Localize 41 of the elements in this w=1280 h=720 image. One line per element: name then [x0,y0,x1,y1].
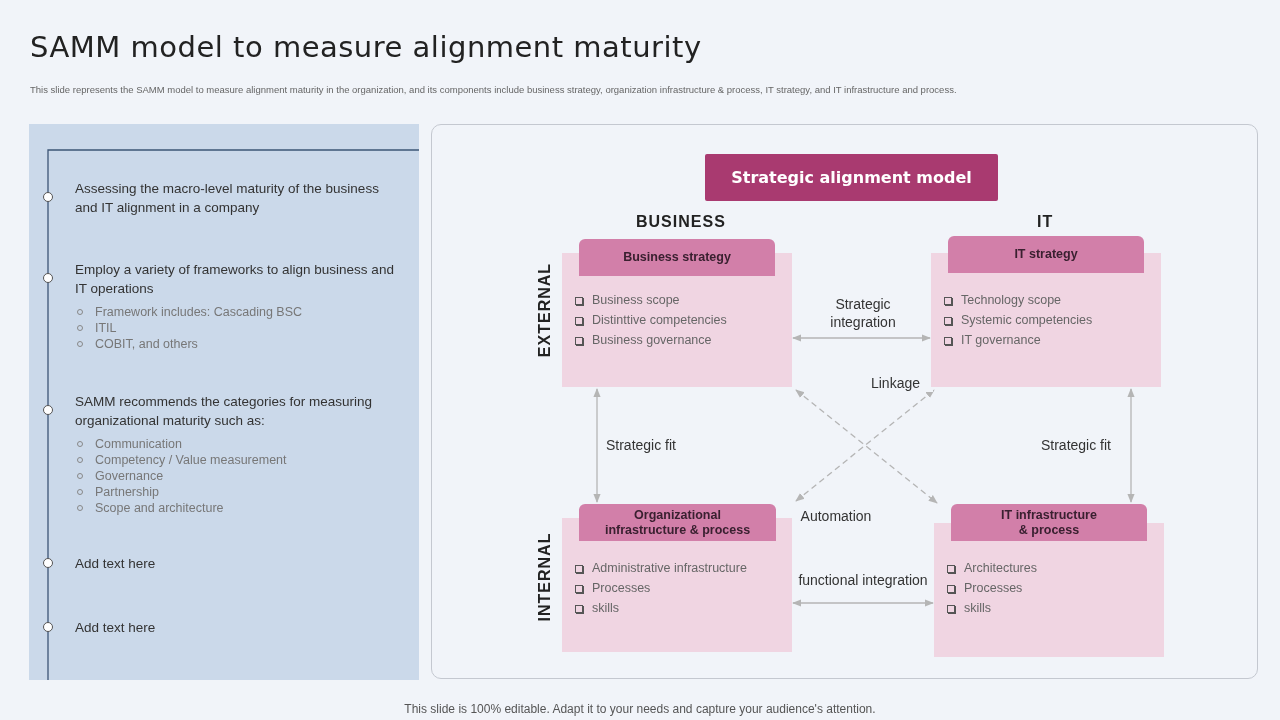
card-header: Organizational infrastructure & process [579,504,776,541]
row-heading: INTERNAL [536,531,554,624]
bullet-item: Framework includes: Cascading BSC [75,304,303,320]
column-heading: BUSINESS [636,213,726,231]
timeline-text: Add text here [75,619,157,637]
timeline-text: Add text here [75,555,157,573]
timeline-text: SAMM recommends the categories for measuring organizational maturity such as: [75,393,374,430]
timeline-text: Assessing the macro-level maturity of the business and IT alignment in a company [75,180,380,217]
list-item: Distinttive competencies [574,313,727,327]
column-heading: IT [1037,213,1054,231]
title-banner: Strategic alignment model [705,154,998,201]
list-item: Administrative infrastructure [574,561,747,575]
bullet-item: ITIL [75,320,117,336]
list-item: Processes [946,581,1023,595]
bullet-item: Competency / Value measurement [75,452,287,468]
bullet-item: Communication [75,436,182,452]
list-item: skills [574,601,620,615]
card-header: IT infrastructure & process [951,504,1147,541]
subtitle: This slide represents the SAMM model to measure alignment maturity in the organization, and its components include business strategy, organization infrastructure & process, IT strategy, and IT infrastructure and process. [30,84,957,95]
bullet-item: Governance [75,468,164,484]
list-item: Business governance [574,333,712,347]
bullet-item: Partnership [75,484,159,500]
card-header: IT strategy [948,236,1144,273]
bullet-item: COBIT, and others [75,336,198,352]
list-item: Systemic competencies [943,313,1093,327]
card-header: Business strategy [579,239,775,276]
slide-title: SAMM model to measure alignment maturity [30,30,702,64]
list-item: Technology scope [943,293,1062,307]
list-item: Business scope [574,293,680,307]
arrow [593,388,601,503]
bullet-item: Scope and architecture [75,500,224,516]
arrow [792,599,934,607]
list-item: Architectures [946,561,1037,575]
list-item: skills [946,601,992,615]
arrow [1127,388,1135,503]
list-item: Processes [574,581,651,595]
footer-note: This slide is 100% editable. Adapt it to your needs and capture your audience's attention. [403,702,877,716]
row-heading: EXTERNAL [536,261,554,360]
list-item: IT governance [943,333,1041,347]
timeline-text: Employ a variety of frameworks to align business and IT operations [75,261,395,298]
arrow [792,334,931,342]
